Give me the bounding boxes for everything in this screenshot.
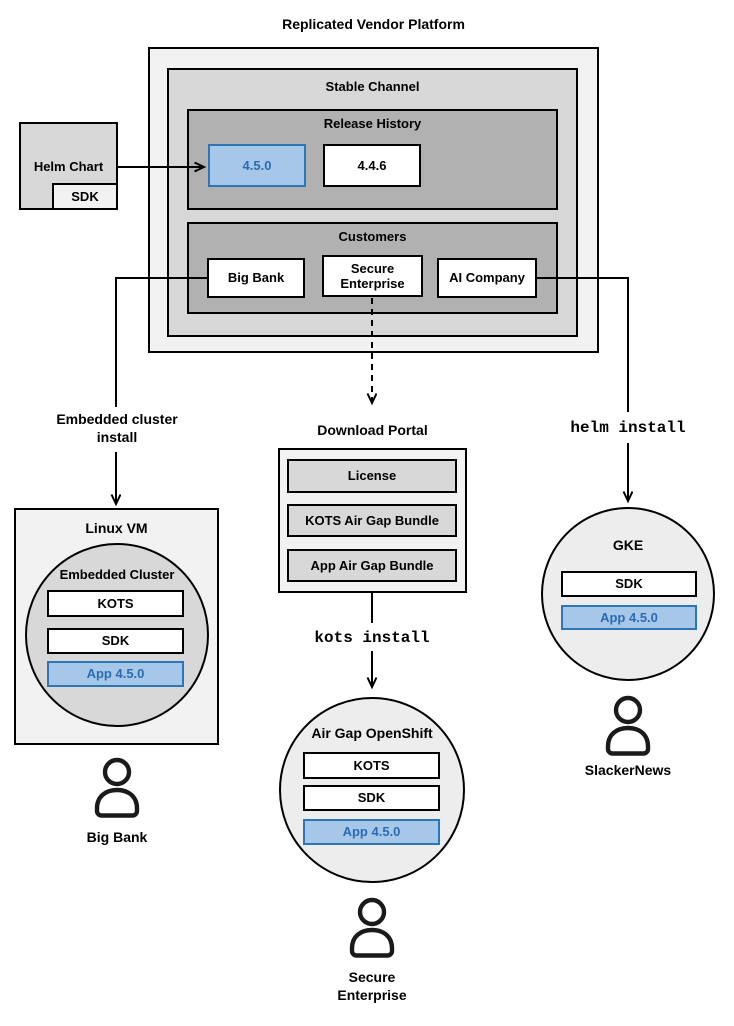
user-icon [349,897,395,958]
portal-item-kots-bundle: KOTS Air Gap Bundle [287,504,457,537]
user-label-slackernews: SlackerNews [584,762,672,778]
user-icon [94,757,140,818]
openshift-kots-box: KOTS [303,752,440,779]
user-label-secure-enterprise: Secure Enterprise [337,969,407,1003]
gke-app-box: App 4.5.0 [561,605,697,630]
gke-label: GKE [612,537,644,553]
openshift-sdk-box: SDK [303,785,440,811]
linux-vm-sdk-box: SDK [47,628,184,654]
helm-chart-sdk-box: SDK [52,183,118,210]
diagram-title: Replicated Vendor Platform [282,16,465,32]
air-gap-openshift-label: Air Gap OpenShift [311,725,433,741]
release-version-current: 4.5.0 [208,144,306,187]
portal-item-app-bundle: App Air Gap Bundle [287,549,457,582]
customer-big-bank: Big Bank [207,258,305,298]
embedded-cluster-label: Embedded Cluster [59,567,175,582]
customers-label: Customers [338,229,407,244]
linux-vm-label: Linux VM [85,520,148,536]
release-history-label: Release History [323,116,422,131]
user-label-big-bank: Big Bank [86,829,148,845]
user-icon [605,695,651,756]
helm-chart-label: Helm Chart [33,159,104,174]
linux-vm-kots-box: KOTS [47,590,184,617]
edge-label-helm-install: helm install [570,419,686,437]
download-portal-label: Download Portal [317,422,428,438]
customer-secure-enterprise: Secure Enterprise [322,255,423,297]
release-version-previous: 4.4.6 [323,144,421,187]
gke-sdk-box: SDK [561,571,697,597]
linux-vm-app-box: App 4.5.0 [47,661,184,687]
edge-label-embedded-install: Embedded cluster install [56,411,178,445]
openshift-app-box: App 4.5.0 [303,819,440,845]
edge-label-kots-install: kots install [314,629,430,647]
stable-channel-label: Stable Channel [325,79,420,94]
customer-ai-company: AI Company [437,258,537,298]
portal-item-license: License [287,459,457,493]
